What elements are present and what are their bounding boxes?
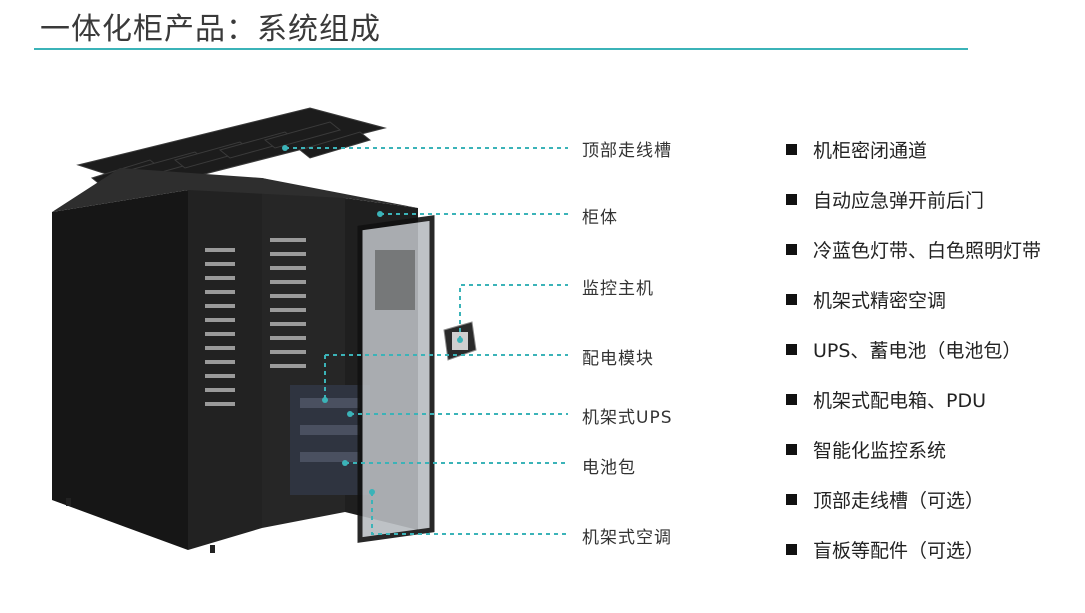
list-item: UPS、蓄电池（电池包） (786, 324, 1041, 374)
list-item: 机柜密闭通道 (786, 124, 1041, 174)
callout-rack-ups: 机架式UPS (582, 408, 673, 428)
square-bullet-icon (786, 493, 797, 505)
list-item: 盲板等配件（可选） (786, 524, 1041, 574)
callout-cabinet-body: 柜体 (582, 208, 618, 228)
callout-battery-pack: 电池包 (582, 458, 636, 478)
square-bullet-icon (786, 293, 797, 305)
list-item: 顶部走线槽（可选） (786, 474, 1041, 524)
leader-lines (285, 147, 568, 535)
list-item: 机架式精密空调 (786, 274, 1041, 324)
leader-dots (282, 145, 463, 495)
square-bullet-icon (786, 543, 797, 555)
square-bullet-icon (786, 193, 797, 205)
square-bullet-icon (786, 143, 797, 155)
square-bullet-icon (786, 243, 797, 255)
list-item: 冷蓝色灯带、白色照明灯带 (786, 224, 1041, 274)
list-item: 自动应急弹开前后门 (786, 174, 1041, 224)
list-item: 机架式配电箱、PDU (786, 374, 1041, 424)
square-bullet-icon (786, 443, 797, 455)
page-title: 一体化柜产品：系统组成 (40, 12, 381, 47)
title-divider (34, 48, 968, 50)
callout-top-cable-tray: 顶部走线槽 (582, 141, 672, 161)
list-item: 智能化监控系统 (786, 424, 1041, 474)
square-bullet-icon (786, 343, 797, 355)
cabinet-body-image (52, 168, 435, 553)
callout-power-module: 配电模块 (582, 349, 654, 369)
square-bullet-icon (786, 393, 797, 405)
callout-rack-ac: 机架式空调 (582, 528, 672, 548)
feature-list: 机柜密闭通道 自动应急弹开前后门 冷蓝色灯带、白色照明灯带 机架式精密空调 UP… (786, 124, 1041, 574)
callout-monitor-host: 监控主机 (582, 279, 654, 299)
